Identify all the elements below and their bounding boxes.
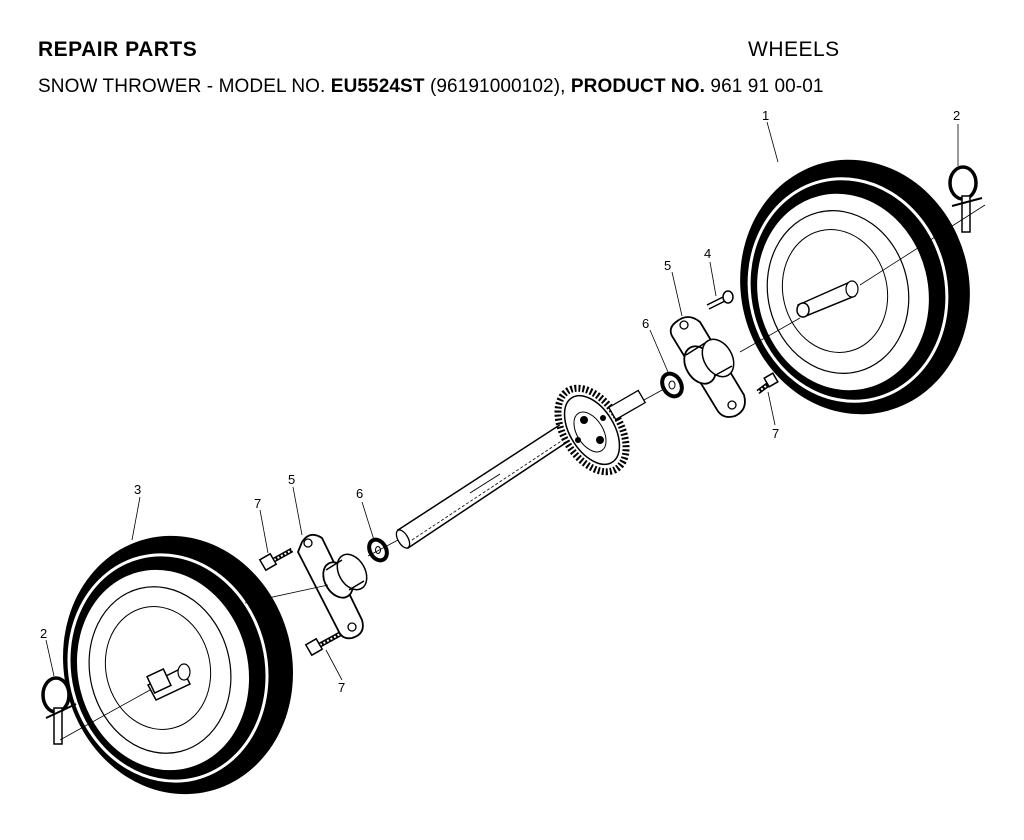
- callout-screw-right: 7: [772, 426, 779, 441]
- product-number: 961 91 00-01: [710, 76, 824, 97]
- callout-screw-left-upper: 7: [254, 496, 261, 511]
- washer-right: [660, 371, 684, 399]
- model-number: EU5524ST: [330, 76, 425, 97]
- axle-shaft: [395, 413, 587, 550]
- screw-right: [756, 372, 779, 394]
- screw-left-lower: [304, 631, 342, 657]
- section-label: REPAIR PARTS: [38, 38, 198, 61]
- model-code: (96191000102),: [429, 76, 566, 97]
- callout-washer-right: 6: [642, 316, 649, 331]
- callout-screw-left-lower: 7: [338, 680, 345, 695]
- screw-left-upper: [258, 547, 294, 572]
- callout-bolt-upper: 4: [704, 246, 711, 261]
- callout-pin-left: 2: [40, 626, 47, 641]
- bracket-right: [669, 316, 746, 418]
- hitch-pin-right: [948, 165, 983, 233]
- bolt-upper: [706, 290, 734, 310]
- callout-leaders: [45, 121, 959, 681]
- callout-washer-left: 6: [356, 486, 363, 501]
- page-title: WHEELS: [748, 38, 840, 61]
- washer-left: [367, 537, 389, 563]
- model-prefix: SNOW THROWER - MODEL NO.: [38, 76, 326, 97]
- callout-labels: 1 2 4 5 6 7 3 5 7 6 7 2: [40, 108, 960, 695]
- assembly-center-lines: [59, 204, 986, 741]
- callout-pin-right: 2: [953, 108, 960, 123]
- callout-wheel-left: 3: [134, 482, 141, 497]
- callout-bracket-right: 5: [664, 258, 671, 273]
- callout-bracket-left: 5: [288, 472, 295, 487]
- product-label: PRODUCT NO.: [570, 76, 706, 97]
- wheel-left: [63, 535, 293, 795]
- model-line: SNOW THROWER - MODEL NO. EU5524ST (96191…: [38, 76, 824, 98]
- callout-wheel-right: 1: [762, 108, 769, 123]
- hitch-pin-left: [41, 676, 77, 745]
- axle-gear: [554, 384, 647, 476]
- wheel-right: [740, 159, 970, 415]
- bracket-left: [297, 533, 368, 640]
